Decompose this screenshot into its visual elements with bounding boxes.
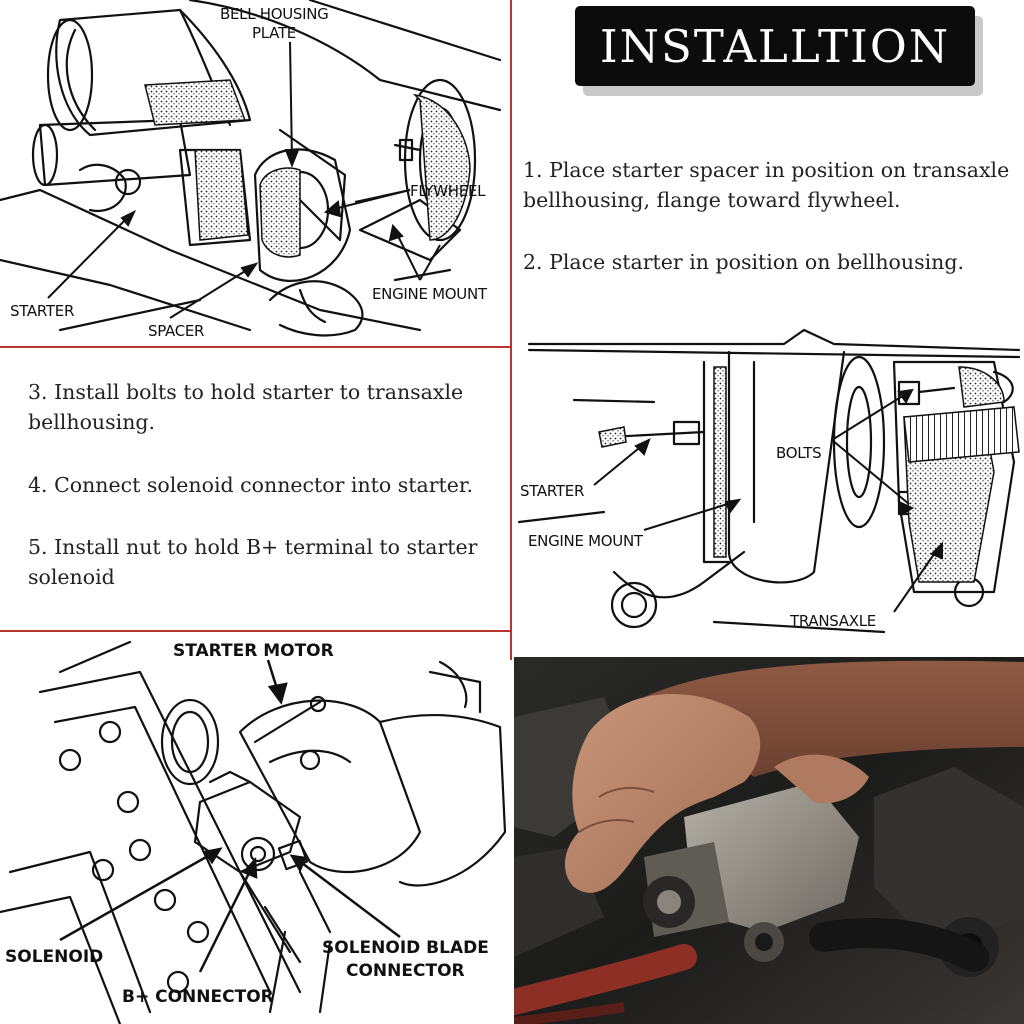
label-spacer: SPACER: [148, 322, 204, 340]
label-transaxle: TRANSAXLE: [789, 612, 876, 630]
label-solenoid-blade-line2: CONNECTOR: [346, 961, 465, 981]
step-4-text: 4. Connect solenoid connector into start…: [28, 473, 473, 497]
page-title: INSTALLTION: [599, 19, 951, 73]
label-bell-housing-line1: BELL HOUSING: [220, 5, 329, 23]
label-bolts: BOLTS: [776, 444, 821, 462]
diagram-solenoid-connector: STARTER MOTOR SOLENOID SOLENOID BLADE CO…: [0, 632, 512, 1024]
label-starter: STARTER: [10, 302, 74, 320]
step-5-text: 5. Install nut to hold B+ terminal to st…: [28, 535, 478, 589]
diagram-bolts-transaxle: BOLTS STARTER ENGINE MOUNT TRANSAXLE: [514, 322, 1024, 652]
step-2-text: 2. Place starter in position on bellhous…: [523, 250, 965, 274]
starter-spacer-illustration: BELL HOUSING PLATE FLYWHEEL ENGINE MOUNT…: [0, 0, 502, 340]
label-b-plus-connector: B+ CONNECTOR: [122, 987, 274, 1007]
label-solenoid-blade-line1: SOLENOID BLADE: [322, 938, 489, 958]
horizontal-divider-middle: [0, 630, 512, 632]
diagram-starter-spacer: BELL HOUSING PLATE FLYWHEEL ENGINE MOUNT…: [0, 0, 510, 345]
label-solenoid: SOLENOID: [5, 947, 103, 967]
vertical-divider: [510, 0, 512, 660]
installation-photo-illustration: [514, 657, 1024, 1024]
horizontal-divider-top: [0, 346, 510, 348]
installation-photo: [514, 657, 1024, 1024]
step-1-text: 1. Place starter spacer in position on t…: [523, 158, 1010, 212]
label-starter-motor: STARTER MOTOR: [173, 641, 334, 661]
title-banner: INSTALLTION: [575, 6, 975, 86]
label-starter-2: STARTER: [520, 482, 584, 500]
bolts-transaxle-illustration: BOLTS STARTER ENGINE MOUNT TRANSAXLE: [517, 328, 1021, 634]
label-bell-housing-line2: PLATE: [252, 24, 296, 42]
label-flywheel: FLYWHEEL: [410, 182, 486, 200]
solenoid-connector-illustration: STARTER MOTOR SOLENOID SOLENOID BLADE CO…: [0, 640, 507, 1024]
label-engine-mount-2: ENGINE MOUNT: [528, 532, 644, 550]
step-3-text: 3. Install bolts to hold starter to tran…: [28, 380, 464, 434]
label-engine-mount: ENGINE MOUNT: [372, 285, 488, 303]
